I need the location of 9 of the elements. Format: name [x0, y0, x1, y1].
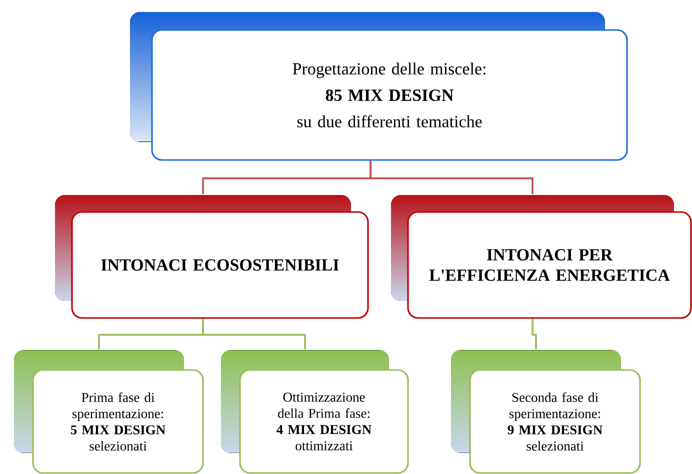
result-box: Prima fase di sperimentazione: 5 MIX DESIGN selezionati: [14, 350, 204, 474]
connector-line: [202, 318, 306, 350]
connector-line: [532, 318, 537, 350]
heading-box: Progettazione delle miscele: 85 MIX DESIGN su due differenti tematiche: [130, 12, 628, 161]
result-box: Seconda fase di sperimentazione: 9 MIX DESIGN selezionati: [451, 350, 641, 474]
category-box: INTONACI PER L'EFFICIENZA ENERGETICA: [391, 195, 692, 319]
connector-line: [370, 160, 534, 194]
category-box: INTONACI ECOSOSTENIBILI: [55, 195, 369, 319]
result-box: Ottimizzazione della Prima fase: 4 MIX DESIGN ottimizzati: [221, 350, 409, 474]
